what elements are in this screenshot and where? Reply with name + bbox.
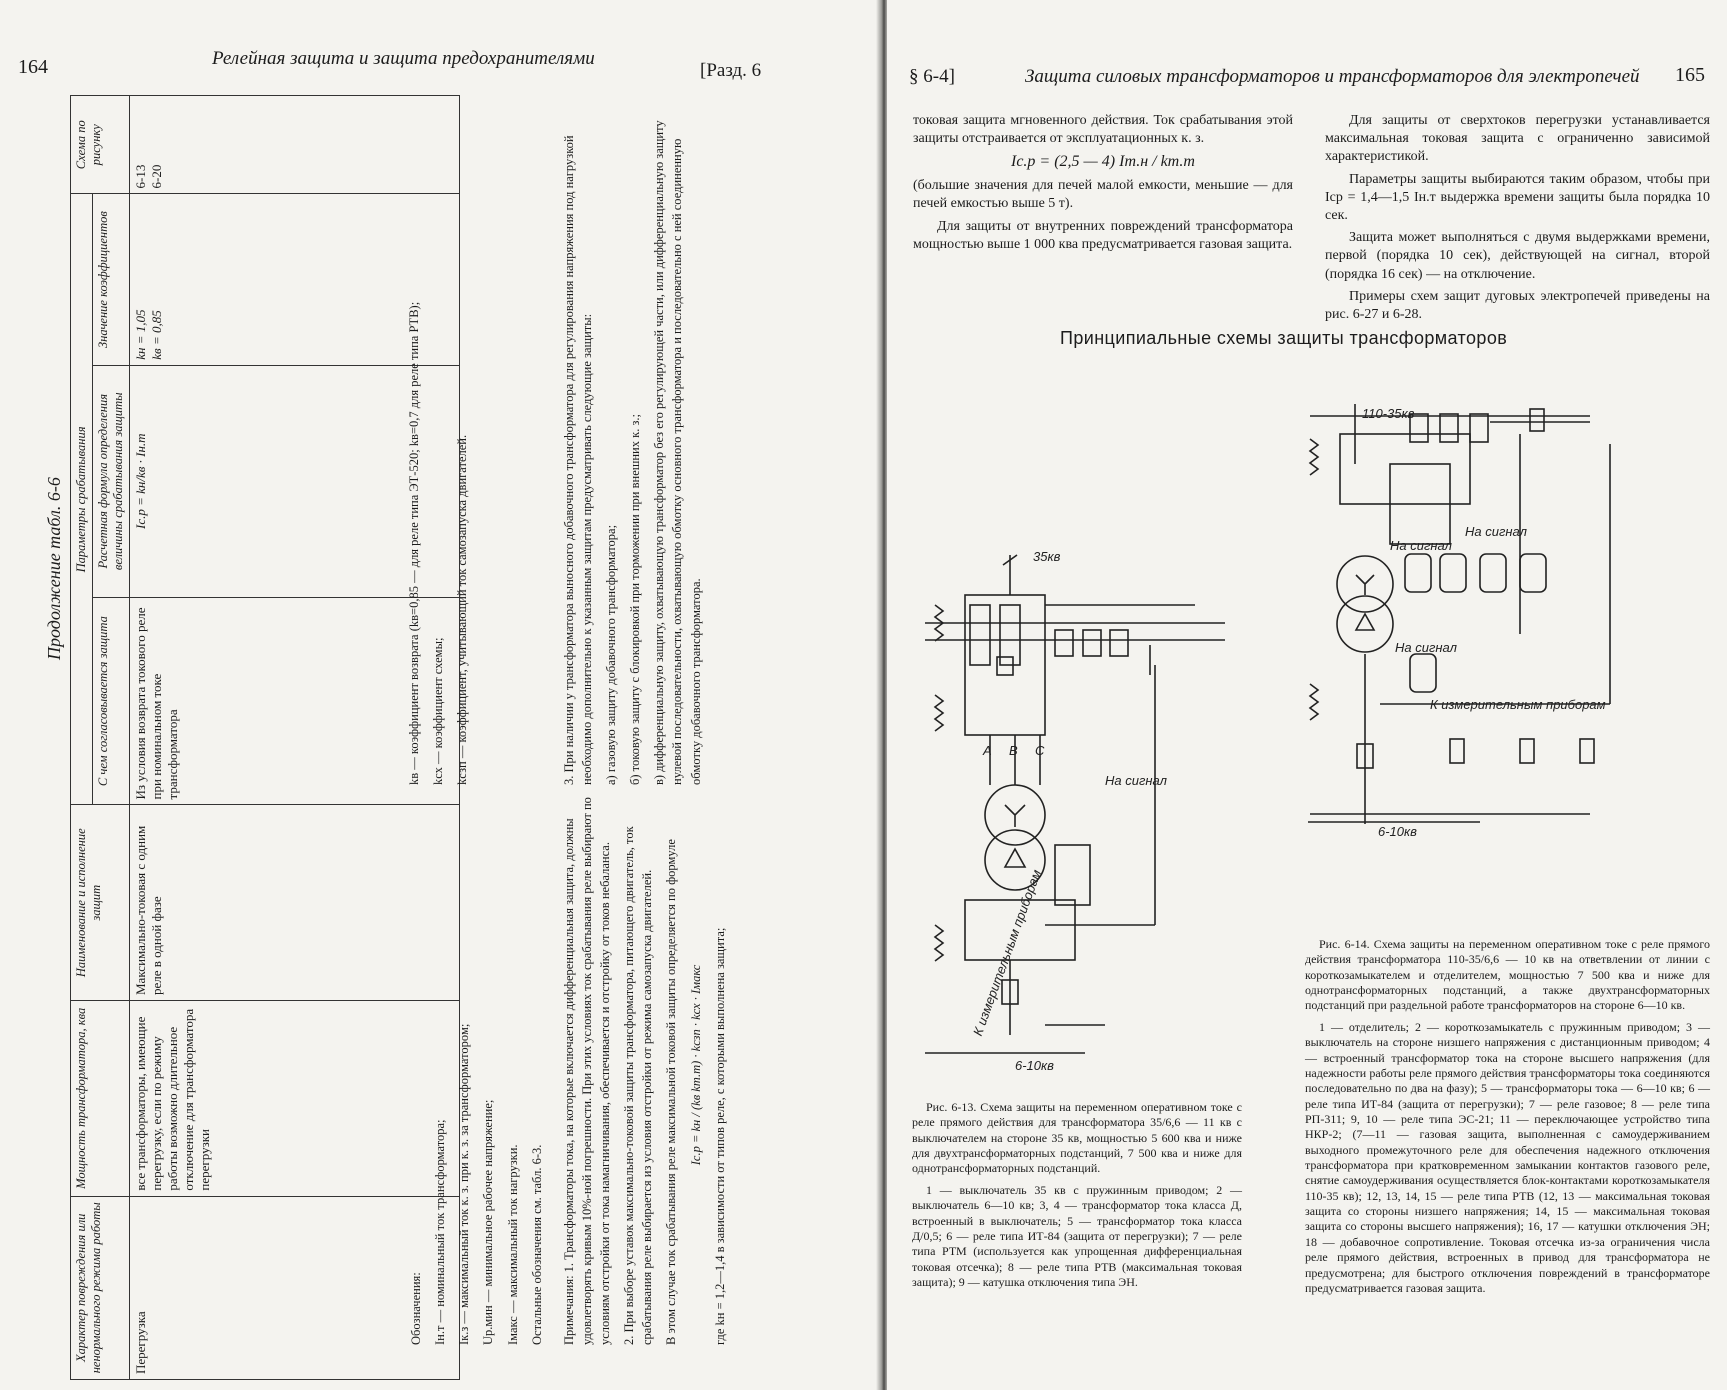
figure-6-13: 35кв 6-10кв А В С На сигнал К измеритель… <box>925 549 1225 1073</box>
fig13-caption: Рис. 6-13. Схема защиты на переменном оп… <box>912 1100 1242 1296</box>
left-header-section: [Разд. 6 <box>700 60 762 81</box>
note-paragraph: где kн = 1,2—1,4 в зависимости от типов … <box>712 927 727 1345</box>
fig-ref-2: 6-20 <box>149 164 164 189</box>
fig13-phase-b: В <box>1009 743 1018 758</box>
paragraph: (большие значения для печей малой емкост… <box>913 178 1293 212</box>
paragraph: Защита может выполняться с двумя выдержк… <box>1325 230 1710 282</box>
designation-item: Iк.з — максимальный ток к. з. при к. з. … <box>457 1023 472 1345</box>
notes-right: 3. При наличии у трансформатора выносног… <box>560 105 735 785</box>
fig13-caption-legend: 1 — выключатель 35 кв с пружинным привод… <box>912 1182 1242 1289</box>
note-paragraph: б) токовую защиту с блокировкой при торм… <box>628 414 643 785</box>
designation-item: kв — коэффициент возврата (kв=0,85 — для… <box>407 301 421 785</box>
designations-right: kв — коэффициент возврата (kв=0,85 — для… <box>405 105 552 785</box>
fig14-signal-3: На сигнал <box>1395 640 1458 655</box>
note-paragraph: Примечания: 1. Трансформаторы тока, на к… <box>561 797 612 1345</box>
fig14-signal-1: На сигнал <box>1390 538 1453 553</box>
right-page: § 6-4] Защита силовых трансформаторов и … <box>887 0 1727 1390</box>
fig14-caption-legend: 1 — отделитель; 2 — короткозамыкатель с … <box>1305 1019 1710 1295</box>
designation-item: Остальные обозначения см. табл. 6-3. <box>529 1144 544 1345</box>
col-fault: Характер повреждения или ненормального р… <box>70 1196 130 1380</box>
note-paragraph: в) дифференциальную защиту, охватывающую… <box>652 120 703 785</box>
protection-table: Характер повреждения или ненормального р… <box>70 95 460 1380</box>
formula-text: Iс.р = kн/kв · Iн.т <box>133 433 148 529</box>
fig13-caption-title: Рис. 6-13. Схема защиты на переменном оп… <box>912 1100 1242 1176</box>
designation-item: Iн.т — номинальный ток трансформатора; <box>433 1119 448 1345</box>
designation-item: kсх — коэффициент схемы; <box>431 637 446 785</box>
left-header-title: Релейная защита и защита предохранителям… <box>212 48 595 69</box>
right-page-number: 165 <box>1675 64 1705 86</box>
fig13-signal: На сигнал <box>1105 773 1168 788</box>
coef-kv: kв = 0,85 <box>149 310 164 360</box>
fig14-hv-label: 110-35кв <box>1362 406 1415 421</box>
coef-kn: kн = 1,05 <box>133 309 148 360</box>
note-paragraph: 3. При наличии у трансформатора выносног… <box>561 135 594 785</box>
note-paragraph: В этом случае ток срабатывания реле макс… <box>664 839 679 1345</box>
section-title: Принципиальные схемы защиты трансформато… <box>1060 328 1508 348</box>
rotated-notes: Обозначения: Iн.т — номинальный ток тран… <box>405 115 735 1345</box>
fig13-phase-c: С <box>1035 743 1045 758</box>
text-column-1: токовая защита мгновенного действия. Ток… <box>913 112 1293 258</box>
paragraph: Для защиты от внутренних повреждений тра… <box>913 218 1293 252</box>
col-protection: Наименование и исполнение защит <box>70 804 130 1001</box>
fig14-meter: К измерительным приборам <box>1430 697 1606 712</box>
designation-item: kсзп — коэффициент, учитывающий ток само… <box>455 434 470 785</box>
figure-6-14: 110-35кв 6-10кв На сигнал На сигнал На с… <box>1308 404 1611 839</box>
fig-ref-1: 6-13 <box>133 164 148 189</box>
note-paragraph: 2. При выборе уставок максимально-токово… <box>622 826 655 1345</box>
paragraph: Примеры схем защит дуговых электропечей … <box>1325 288 1710 322</box>
designations-label: Обозначения: <box>409 1272 423 1345</box>
table-continuation-label: Продолжение табл. 6-6 <box>44 477 64 660</box>
col-formula: Расчетная формула определения величины с… <box>92 365 130 598</box>
col-power: Мощность трансформатора, ква <box>70 1000 130 1197</box>
fig13-lv-label: 6-10кв <box>1015 1058 1054 1073</box>
formula: Iс.р = (2,5 — 4) Iт.н / kт.т <box>1011 153 1195 171</box>
note-paragraph: а) газовую защиту добавочного трансформа… <box>604 524 618 785</box>
designation-item: Uр.мин — минимальное рабочее напряжение; <box>481 1099 496 1345</box>
fig14-caption-title: Рис. 6-14. Схема защиты на переменном оп… <box>1305 937 1710 1013</box>
fig14-signal-2: На сигнал <box>1465 524 1528 539</box>
fig14-lv-label: 6-10кв <box>1378 824 1417 839</box>
left-page-number: 164 <box>18 56 48 78</box>
text-column-2: Для защиты от сверхтоков перегрузки уста… <box>1325 112 1710 328</box>
note-formula: Iс.р = kн / (kв kт.т) · kсзп · kсх · Iма… <box>688 964 703 1166</box>
fig13-meter: К измерительным приборам <box>970 868 1044 1038</box>
right-header-section: § 6-4] <box>909 66 955 87</box>
designations-left: Обозначения: Iн.т — номинальный ток тран… <box>405 785 552 1345</box>
col-coefficients: Значение коэффициентов <box>92 193 130 366</box>
right-header-title: Защита силовых трансформаторов и трансфо… <box>1025 66 1640 87</box>
paragraph: Для защиты от сверхтоков перегрузки уста… <box>1325 113 1710 165</box>
col-coordinated: С чем согласовывается защита <box>92 597 130 805</box>
left-page: 164 Релейная защита и защита предохранит… <box>0 0 880 1390</box>
paragraph: токовая защита мгновенного действия. Ток… <box>913 113 1293 147</box>
col-group-params: Параметры срабатывания <box>70 193 93 805</box>
fig13-hv-label: 35кв <box>1033 549 1061 564</box>
designation-item: Iмакс — максимальный ток нагрузки. <box>505 1144 520 1345</box>
notes-left: Примечания: 1. Трансформаторы тока, на к… <box>560 785 735 1345</box>
paragraph: Параметры защиты выбираются таким образо… <box>1325 171 1710 223</box>
col-figure: Схема по рисунку <box>70 95 130 194</box>
fig13-phase-a: А <box>982 743 992 758</box>
fig14-caption: Рис. 6-14. Схема защиты на переменном оп… <box>1305 937 1710 1302</box>
